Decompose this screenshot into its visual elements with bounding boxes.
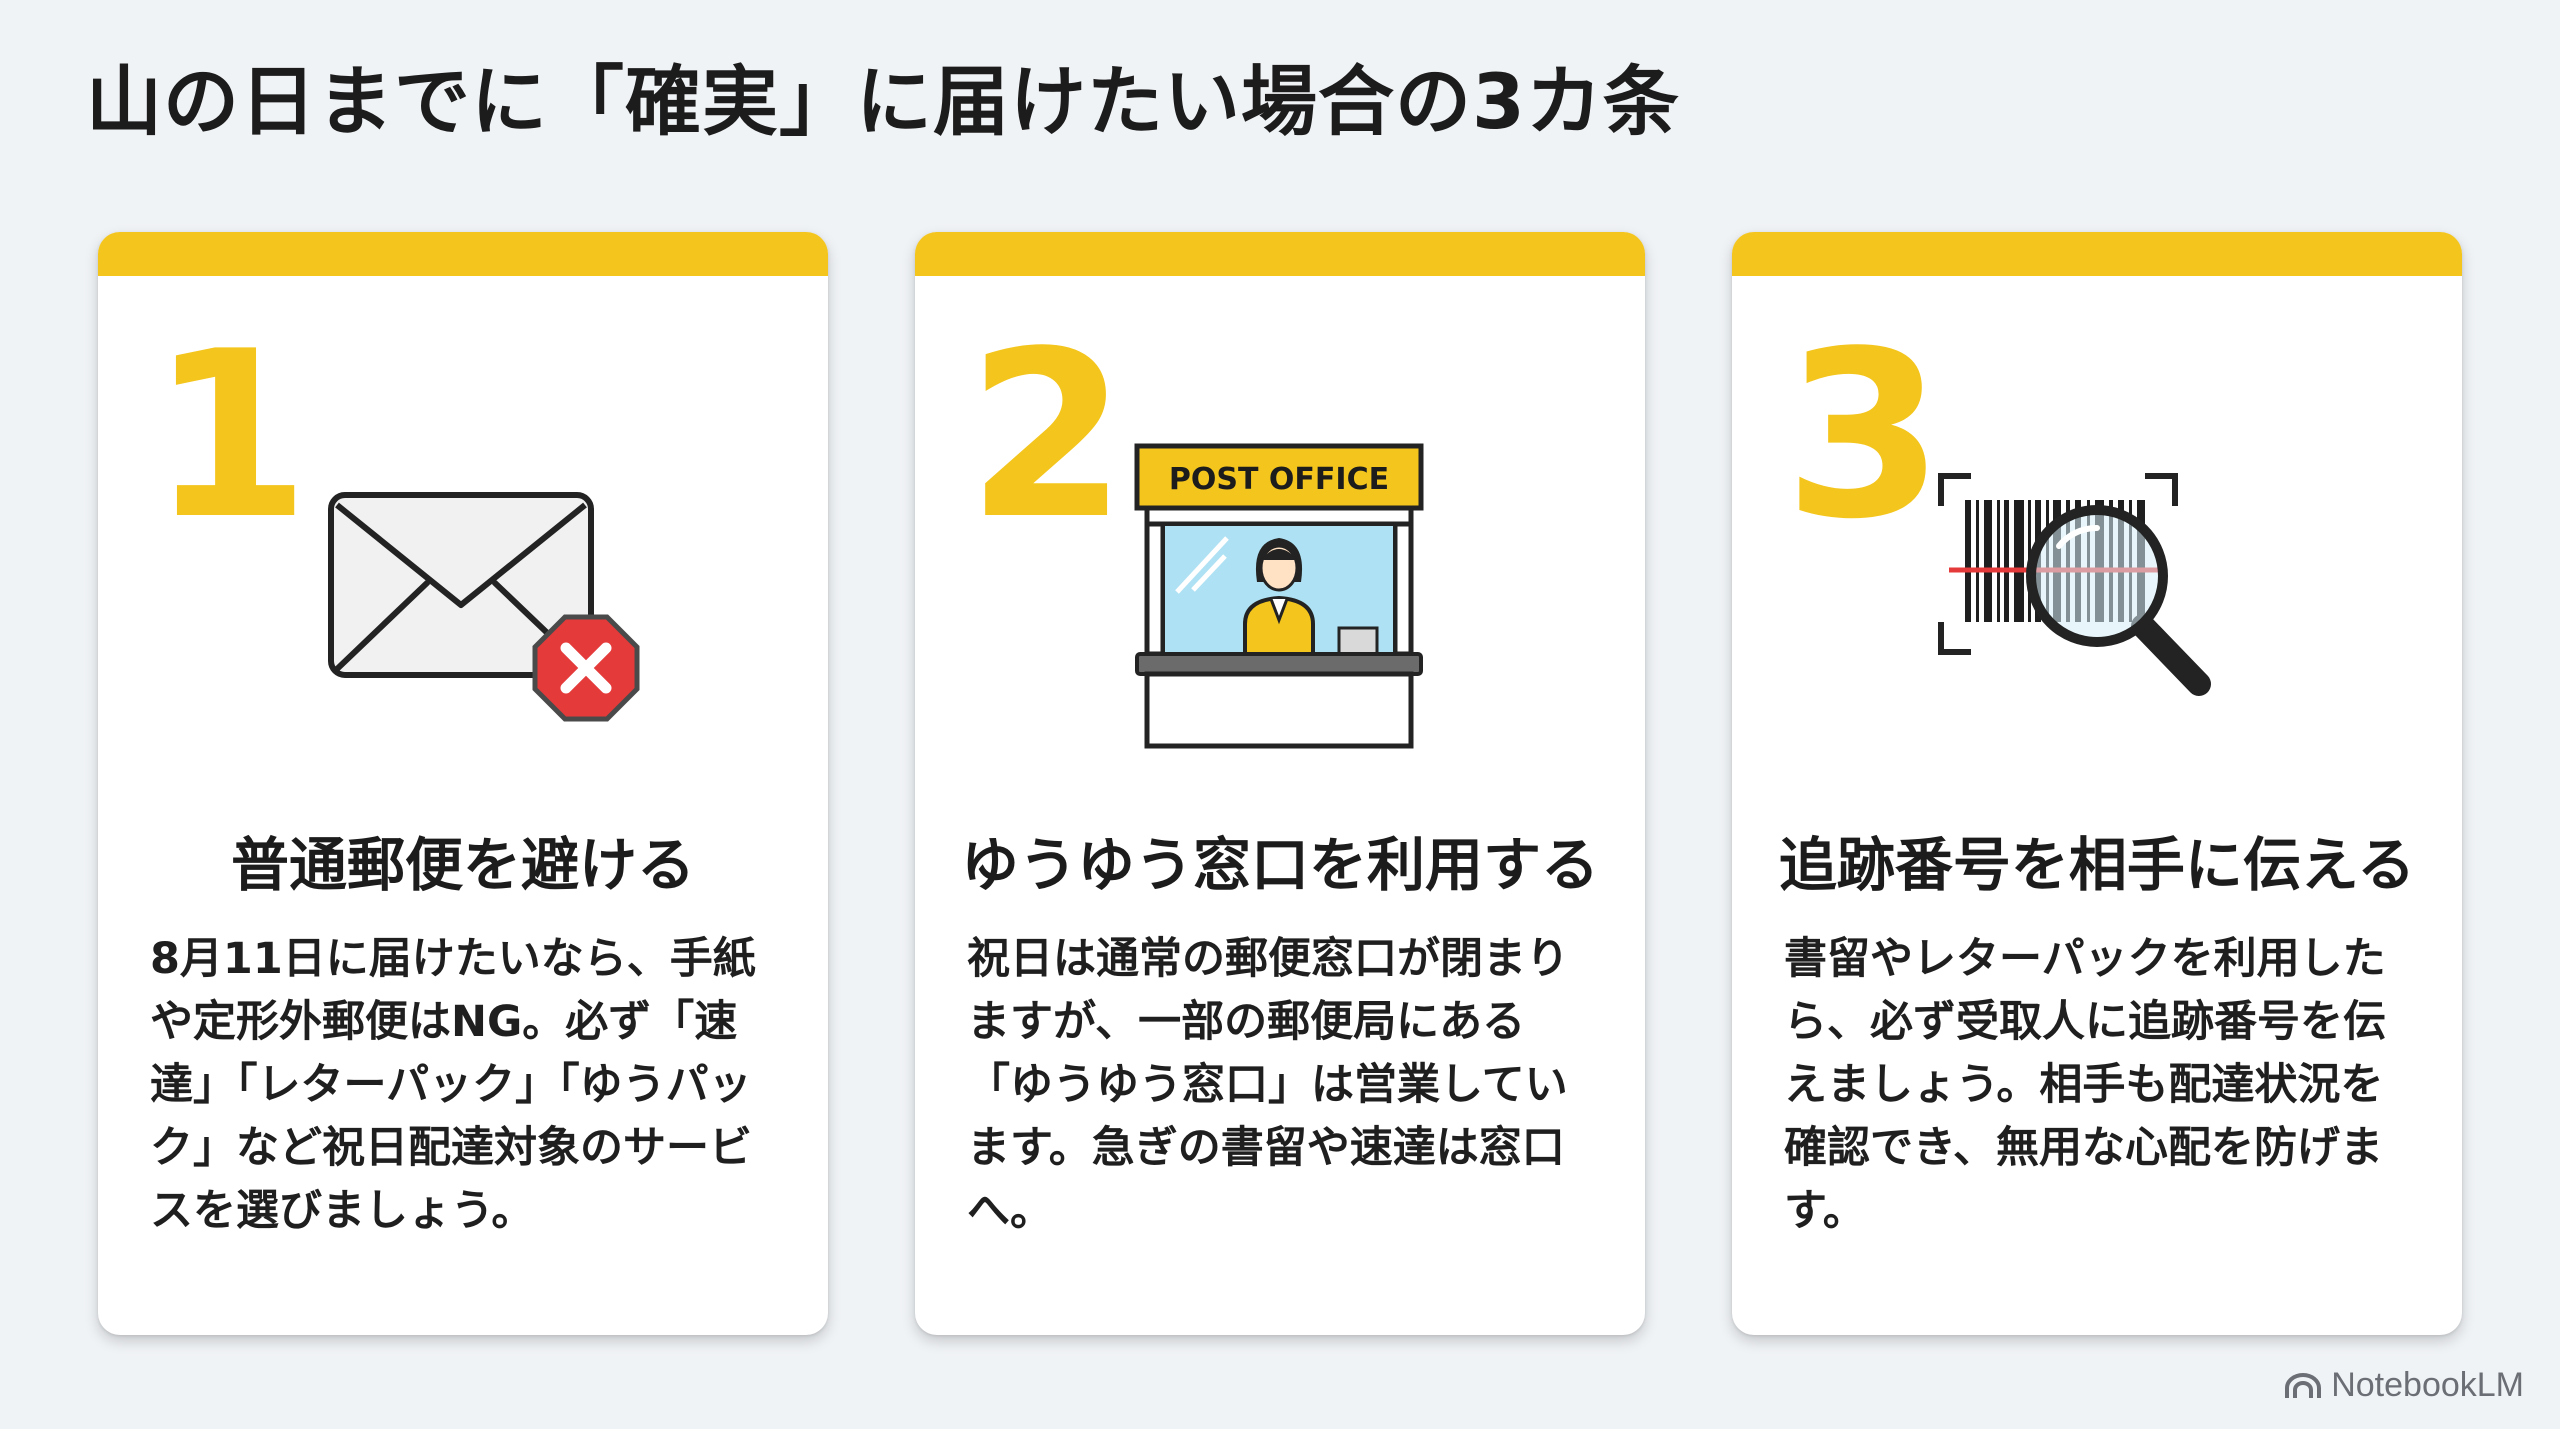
watermark-label: NotebookLM: [2331, 1366, 2524, 1404]
card-2: 2 POST OFFICE ゆうゆう窓口を利用する 祝日は通常の郵便窓口が閉まり…: [915, 232, 1645, 1335]
card-body: 8月11日に届けたいなら、手紙や定形外郵便はNG。必ず「速達」「レターパック」「…: [150, 934, 756, 1236]
notebooklm-watermark: NotebookLM: [2283, 1366, 2524, 1405]
card-accent-bar: [915, 232, 1645, 276]
card-heading: 普通郵便を避ける: [230, 831, 695, 899]
card-number: 1: [150, 303, 311, 570]
card-body: 書留やレターパックを利用したら、必ず受取人に追跡番号を伝えましょう。相手も配達状…: [1784, 934, 2386, 1236]
card-heading: ゆうゆう窓口を利用する: [960, 831, 1599, 899]
card-number: 3: [1784, 303, 1945, 570]
post-office-sign: POST OFFICE: [1169, 462, 1389, 497]
card-accent-bar: [98, 232, 828, 276]
card-heading: 追跡番号を相手に伝える: [1778, 831, 2416, 899]
barcode-magnifier-icon: [1937, 472, 2257, 736]
post-office-counter-icon: POST OFFICE: [1133, 442, 1433, 756]
card-3: 3: [1732, 232, 2462, 1335]
page-title: 山の日までに「確実」に届けたい場合の3カ条: [86, 57, 1680, 146]
card-accent-bar: [1732, 232, 2462, 276]
card-body: 祝日は通常の郵便窓口が閉まりますが、一部の郵便局にある「ゆうゆう窓口」は営業して…: [967, 934, 1569, 1236]
notebooklm-logo-icon: [2285, 1372, 2322, 1398]
envelope-forbidden-icon: [323, 487, 653, 741]
card-number: 2: [967, 303, 1128, 570]
card-1: 1 普通郵便を避ける 8月11日に届けたいなら、手紙や定形外郵便はNG。必ず「速…: [98, 232, 828, 1335]
